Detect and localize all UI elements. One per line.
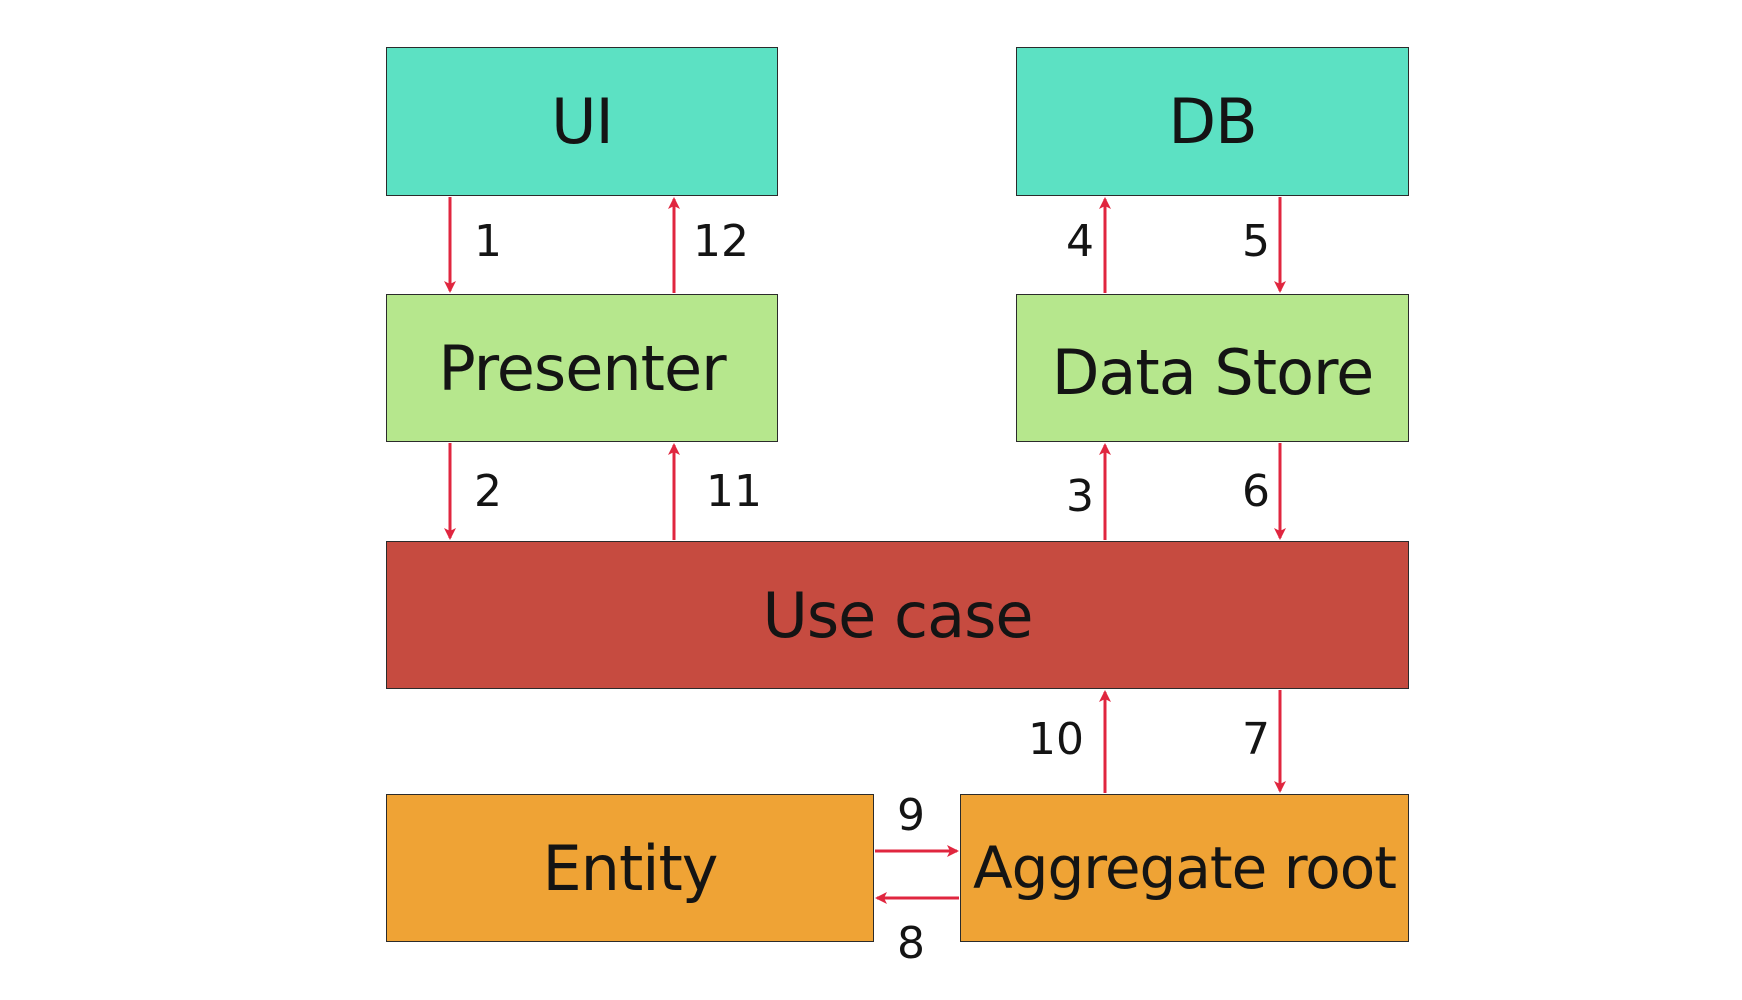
step-label-1: 1 [474, 216, 502, 267]
step-label-3: 3 [1066, 471, 1094, 522]
step-label-11: 11 [706, 466, 762, 517]
data-store-box-label: Data Store [1051, 335, 1375, 409]
step-label-9: 9 [897, 790, 925, 841]
entity-box-label: Entity [542, 831, 718, 905]
presenter-box-label: Presenter [438, 331, 726, 405]
step-label-2: 2 [474, 466, 502, 517]
step-label-8: 8 [897, 918, 925, 969]
step-label-10: 10 [1028, 714, 1084, 765]
step-label-7: 7 [1242, 714, 1270, 765]
data-store-box: Data Store [1016, 294, 1409, 442]
step-label-4: 4 [1066, 216, 1094, 267]
db-box: DB [1016, 47, 1409, 196]
ui-box-label: UI [551, 85, 614, 158]
step-label-6: 6 [1242, 466, 1270, 517]
db-box-label: DB [1168, 85, 1257, 158]
use-case-box-label: Use case [762, 578, 1033, 652]
step-label-5: 5 [1242, 216, 1270, 267]
step-label-12: 12 [693, 216, 749, 267]
use-case-box: Use case [386, 541, 1409, 689]
ui-box: UI [386, 47, 778, 196]
aggregate-root-box-label: Aggregate root [972, 834, 1397, 902]
aggregate-root-box: Aggregate root [960, 794, 1409, 942]
entity-box: Entity [386, 794, 874, 942]
presenter-box: Presenter [386, 294, 778, 442]
